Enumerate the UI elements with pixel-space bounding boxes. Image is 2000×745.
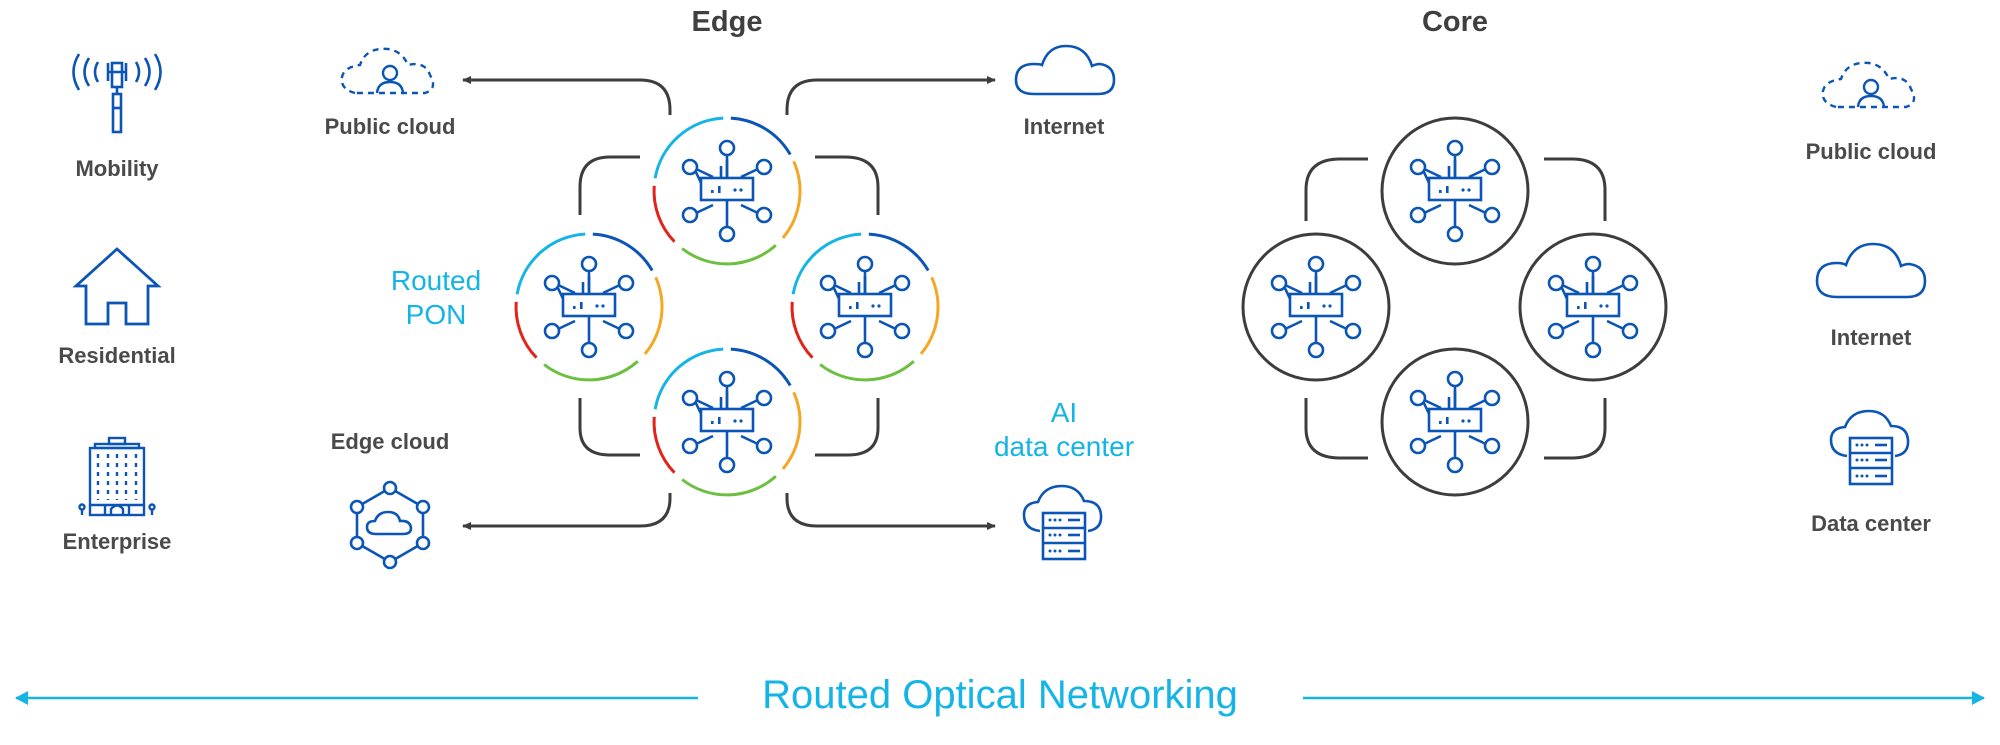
ring-segment [514, 301, 538, 359]
routed-pon-line-2: PON [405, 299, 467, 330]
mobility-label: Mobility [75, 156, 159, 181]
dashed-cloud-user-icon [1821, 61, 1916, 109]
core-data-center-label: Data center [1811, 511, 1931, 536]
core-ring [1380, 116, 1530, 266]
core-ring [1380, 347, 1530, 497]
ring-segment [592, 232, 654, 272]
core-section-title: Core [1421, 6, 1489, 38]
router-hub-icon [681, 139, 773, 243]
core-connector-bottom-right [1544, 398, 1607, 460]
ring-segment [730, 347, 792, 387]
dashed-cloud-user-icon [340, 47, 435, 95]
ring-segment [643, 276, 664, 355]
arrow-to-ai-data-center [785, 493, 996, 530]
core-internet-label: Internet [1830, 325, 1912, 350]
ring-segment [653, 347, 724, 410]
ring-segment [681, 475, 777, 497]
edge-node-right [790, 232, 940, 382]
core-ring [1241, 232, 1391, 382]
ai-data-center-line-1: AI [1050, 397, 1078, 428]
cloud-server-icon [1022, 484, 1103, 561]
arrow-to-internet [785, 76, 996, 115]
ring-segment [652, 416, 676, 474]
core-ring [1518, 232, 1668, 382]
ring-segment [652, 185, 676, 243]
ring-segment [868, 232, 930, 272]
core-node-bottom [1380, 347, 1530, 497]
router-hub-icon [1409, 139, 1501, 243]
ring-segment [515, 232, 586, 295]
router-hub-icon [1409, 370, 1501, 474]
residential-label: Residential [58, 343, 176, 368]
ring-segment [543, 360, 639, 382]
ring-segment [781, 391, 802, 470]
cloud-icon [1815, 242, 1927, 299]
core-connector-top-right [1544, 157, 1607, 221]
ring-segment [653, 116, 724, 179]
routed-optical-networking-banner: Routed Optical Networking [762, 673, 1238, 717]
ring-segment [791, 232, 862, 295]
edge-node-bottom [652, 347, 802, 497]
routed-pon-label: Routed PON [391, 264, 481, 332]
ring-segment [730, 116, 792, 156]
ring-segment [681, 244, 777, 266]
core-node-top [1380, 116, 1530, 266]
edge-node-top [652, 116, 802, 266]
cloud-server-icon [1829, 409, 1910, 486]
edge-internet-label: Internet [1023, 114, 1105, 139]
router-hub-icon [1547, 255, 1639, 359]
cell-tower-icon [72, 53, 162, 134]
ring-segment [819, 360, 915, 382]
ring-segment [790, 301, 814, 359]
core-connector-top-left [1304, 157, 1368, 221]
routed-pon-line-1: Routed [390, 265, 482, 296]
enterprise-label: Enterprise [62, 529, 172, 554]
edge-router-ring [514, 116, 940, 497]
core-connector-bottom-left [1304, 398, 1368, 460]
router-hub-icon [543, 255, 635, 359]
arrow-to-public-cloud [462, 76, 672, 115]
edge-node-left [514, 232, 664, 382]
core-node-left [1241, 232, 1391, 382]
hexagon-cloud-icon [349, 480, 431, 570]
edge-cloud-label: Edge cloud [330, 429, 450, 454]
office-building-icon [78, 436, 156, 517]
ai-data-center-label: AI data center [994, 396, 1134, 464]
cloud-icon [1014, 44, 1116, 96]
connector-top-right [815, 155, 880, 215]
router-hub-icon [1270, 255, 1362, 359]
core-router-ring [1241, 116, 1668, 497]
house-icon [72, 247, 162, 326]
ring-segment [781, 160, 802, 239]
core-public-cloud-label: Public cloud [1805, 139, 1937, 164]
core-connectors [1304, 157, 1607, 460]
arrow-to-edge-cloud [462, 493, 672, 530]
ring-segment [919, 276, 940, 355]
router-hub-icon [819, 255, 911, 359]
connector-top-left [578, 155, 640, 215]
edge-section-title: Edge [691, 6, 763, 38]
connector-bottom-right [815, 398, 880, 457]
core-node-right [1518, 232, 1668, 382]
connector-bottom-left [578, 398, 640, 457]
edge-public-cloud-label: Public cloud [324, 114, 456, 139]
router-hub-icon [681, 370, 773, 474]
ai-data-center-line-2: data center [993, 431, 1135, 462]
edge-connectors [462, 76, 996, 530]
